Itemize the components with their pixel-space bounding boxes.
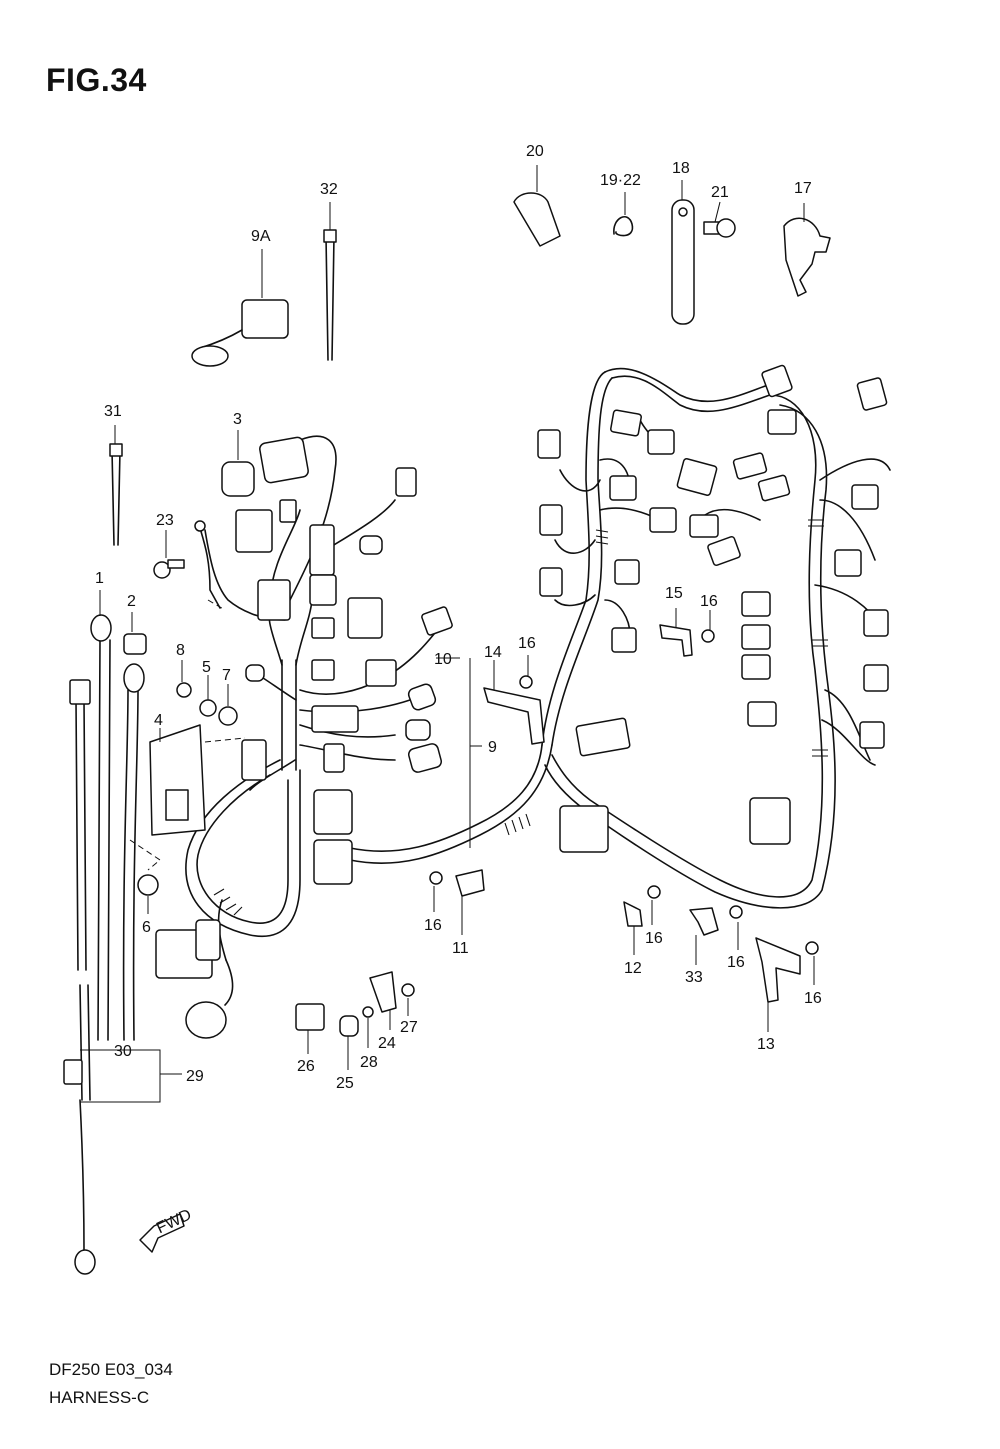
callout-16-f: 16 [804,990,822,1007]
callout-11: 11 [452,940,469,957]
callout-16-a: 16 [518,635,536,652]
callout-16-d: 16 [645,930,663,947]
callout-9A: 9A [251,228,271,245]
model-code: DF250 E03_034 [49,1360,173,1379]
figure-name: HARNESS-C [49,1388,150,1407]
callout-16-c: 16 [424,917,442,934]
callout-20: 20 [526,143,544,160]
callout-6: 6 [142,919,151,936]
main-harness [185,367,891,937]
callout-leaders [99,165,815,1070]
callout-31: 31 [104,403,122,420]
callout-32: 32 [320,181,338,198]
callout-9: 9 [488,739,497,756]
callout-29: 29 [186,1068,204,1085]
callout-33: 33 [685,969,703,986]
callout-17: 17 [794,180,812,197]
callout-16-e: 16 [727,954,745,971]
fwd-label: FWD [154,1206,194,1237]
callout-12: 12 [624,960,642,977]
callout-labels: 20 19·22 18 21 17 32 9A 31 3 23 1 2 8 5 … [95,143,822,1237]
callout-26: 26 [297,1058,315,1075]
callout-2: 2 [127,593,136,610]
callout-4: 4 [154,712,163,729]
callout-28: 28 [360,1054,378,1071]
callout-27: 27 [400,1019,418,1036]
callout-19-22: 19·22 [600,172,641,189]
callout-8: 8 [176,642,185,659]
callout-16-b: 16 [700,593,718,610]
connectors [155,364,889,1039]
callout-25: 25 [336,1075,354,1092]
callout-5: 5 [202,659,211,676]
callout-1: 1 [95,570,104,587]
callout-21: 21 [711,184,729,201]
callout-10: 10 [434,651,452,668]
callout-23: 23 [156,512,174,529]
callout-14: 14 [484,644,502,661]
figure-title: FIG.34 [46,62,147,98]
callout-7: 7 [222,667,231,684]
callout-24: 24 [378,1035,396,1052]
callout-13: 13 [757,1036,775,1053]
callout-3: 3 [233,411,242,428]
callout-15: 15 [665,585,683,602]
callout-30: 30 [114,1043,132,1060]
hardware-parts [63,192,831,1275]
callout-18: 18 [672,160,690,177]
